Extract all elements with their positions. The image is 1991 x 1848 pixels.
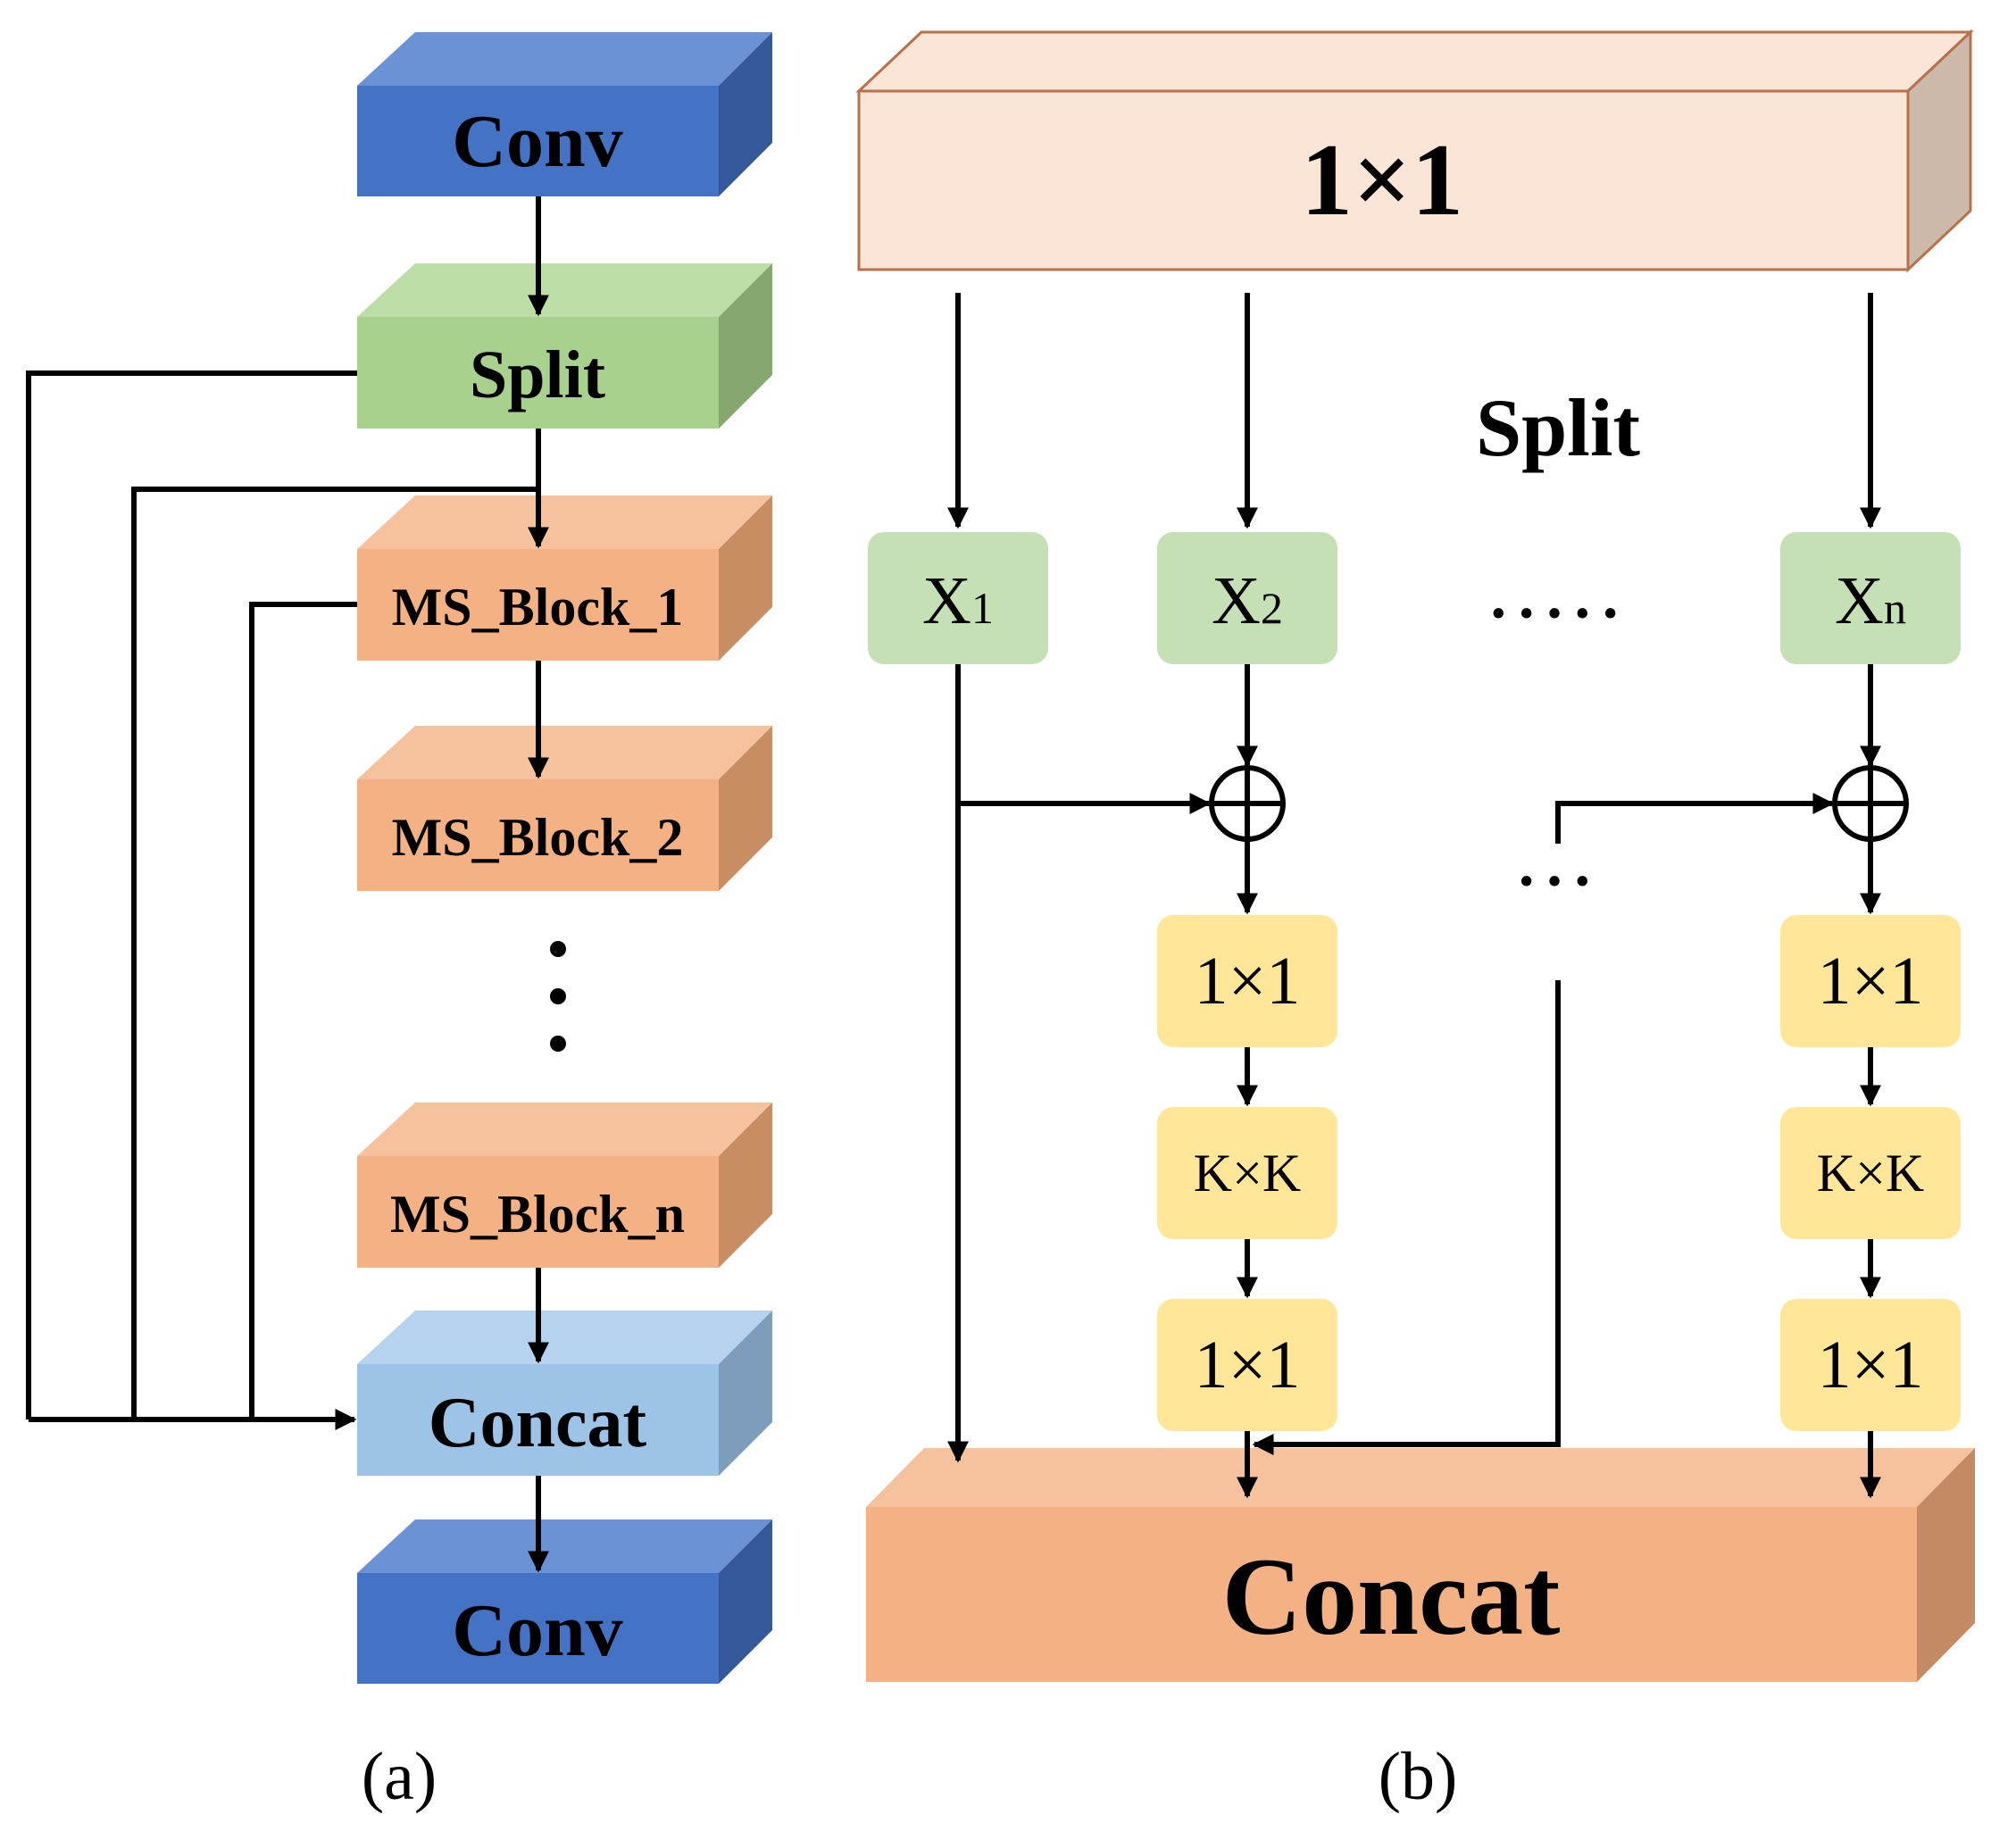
add-circle-branch-2 <box>1209 765 1286 842</box>
branch-2-conv-1x1-b: 1×1 <box>1157 1299 1337 1431</box>
conv-block-bottom: Conv <box>357 1519 772 1684</box>
concat-block-a: Concat <box>357 1311 772 1476</box>
ms-block-2: MS_Block_2 <box>357 726 772 891</box>
xn-base: X <box>1835 563 1884 638</box>
concat-block-b: Concat <box>866 1448 1975 1682</box>
x1-block: X1 <box>868 532 1048 664</box>
panel-a-connectors <box>26 196 549 1573</box>
x2-block: X2 <box>1157 532 1337 664</box>
branch-n-conv-1x1-b: 1×1 <box>1780 1299 1961 1431</box>
branch-2-conv-kxk: K×K <box>1157 1107 1337 1239</box>
add-circle-branch-n <box>1832 765 1909 842</box>
branch-n-conv2-label: 1×1 <box>1818 1328 1924 1403</box>
x1-base: X <box>922 563 971 638</box>
ms-block-1: MS_Block_1 <box>357 495 772 661</box>
split-arrows <box>947 293 1881 529</box>
ms-block-2-label: MS_Block_2 <box>392 808 684 867</box>
x2-base: X <box>1212 563 1261 638</box>
ms-block-1-label: MS_Block_1 <box>392 578 684 637</box>
panel-b-connectors <box>947 664 1881 1499</box>
svg-text:X2: X2 <box>1212 563 1283 638</box>
xn-block: Xn <box>1780 532 1961 664</box>
vertical-ellipsis <box>550 941 566 1052</box>
concat-a-label: Concat <box>429 1384 647 1462</box>
conv-bottom-label: Conv <box>452 1589 622 1672</box>
split-label: Split <box>470 337 605 412</box>
top-conv-label: 1×1 <box>1301 123 1463 237</box>
mid-ellipsis: ··· <box>1516 847 1600 916</box>
xn-sub: n <box>1884 583 1906 633</box>
ms-block-n: MS_Block_n <box>357 1103 772 1268</box>
ms-block-n-label: MS_Block_n <box>390 1185 685 1244</box>
x2-sub: 2 <box>1261 583 1283 633</box>
panel-b: 1×1 Split X1 X2 Xn ····· <box>855 29 1975 1814</box>
branch-2-conv-1x1-a: 1×1 <box>1157 915 1337 1047</box>
branch-n-conv1-label: 1×1 <box>1818 944 1924 1019</box>
split-block: Split <box>357 263 772 429</box>
top-conv-1x1-block: 1×1 <box>855 29 1974 273</box>
caption-b: (b) <box>1379 1739 1458 1814</box>
conv-block-top: Conv <box>357 32 772 196</box>
split-text: Split <box>1476 382 1640 473</box>
caption-a: (a) <box>362 1739 437 1814</box>
svg-text:X1: X1 <box>922 563 994 638</box>
branch-2-conv1-label: 1×1 <box>1195 944 1301 1019</box>
row-ellipsis: ····· <box>1488 579 1629 648</box>
conv-top-label: Conv <box>452 100 622 183</box>
branch-2-conv2-label: 1×1 <box>1195 1328 1301 1403</box>
branch-n-convk-label: K×K <box>1817 1144 1925 1203</box>
svg-text:Xn: Xn <box>1835 563 1906 638</box>
concat-b-label: Concat <box>1222 1536 1561 1658</box>
branch-n-conv-kxk: K×K <box>1780 1107 1961 1239</box>
branch-2-convk-label: K×K <box>1194 1144 1302 1203</box>
x1-sub: 1 <box>971 583 994 633</box>
panel-a: Conv Split MS_Block_1 MS_Block_2 <box>26 32 772 1814</box>
branch-n-conv-1x1-a: 1×1 <box>1780 915 1961 1047</box>
